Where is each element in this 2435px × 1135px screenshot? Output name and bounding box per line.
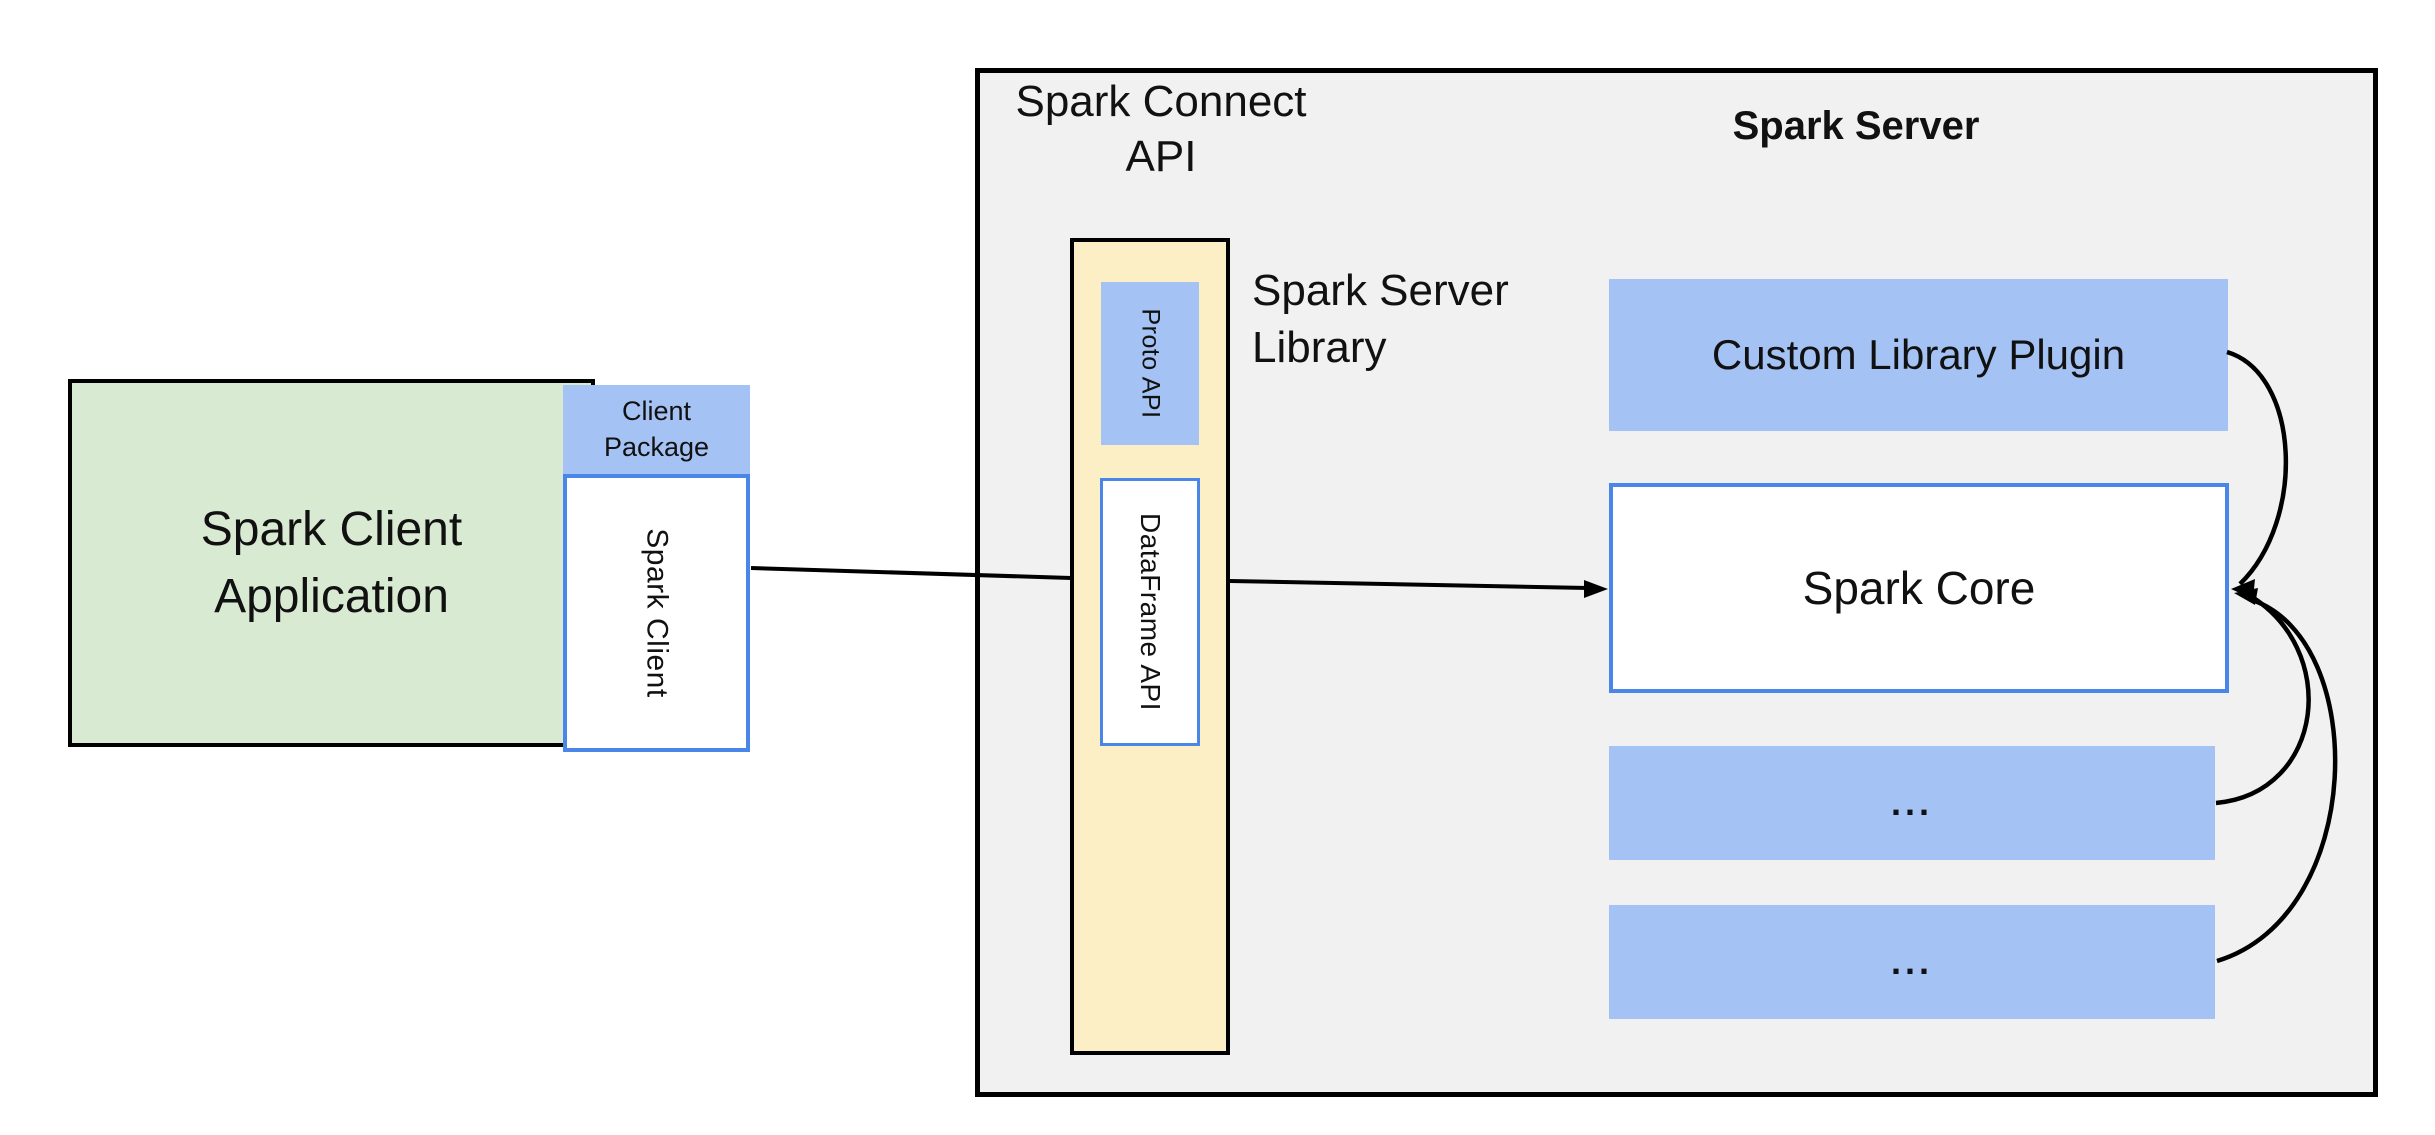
spark-connect-api-title: Spark Connect API [1015,77,1307,181]
custom-library-plugin-box: Custom Library Plugin [1609,279,2228,431]
client-package-header: Client Package [563,385,750,474]
dataframe-api-box: DataFrame API [1100,478,1200,746]
spark-server-title: Spark Server [1732,104,1980,148]
ellipsis-box-2: ... [1609,905,2215,1019]
proto-api-box: Proto API [1101,282,1199,445]
spark-client-label: Spark Client [640,528,674,698]
proto-api-label: Proto API [1136,308,1165,419]
spark-core-box: Spark Core [1609,483,2229,693]
spark-client-application-box: Spark Client Application [68,379,595,747]
dataframe-api-label: DataFrame API [1135,513,1166,711]
ellipsis-box-1: ... [1609,746,2215,860]
spark-server-library-label: Spark Server Library [1252,266,1509,373]
spark-client-box: Spark Client [563,474,750,752]
